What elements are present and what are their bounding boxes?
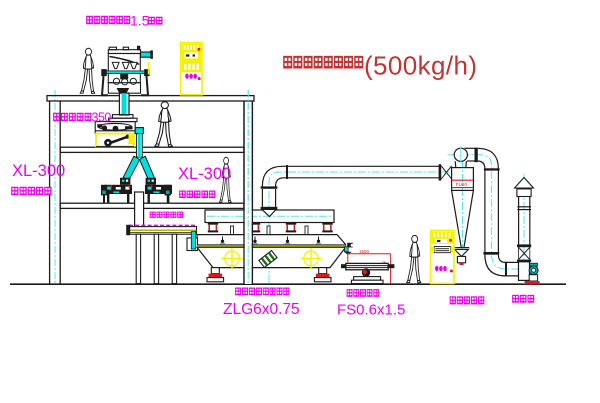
svg-text:XL-300: XL-300 [12,162,65,180]
svg-text:(500kg/h): (500kg/h) [364,51,477,81]
svg-text:350: 350 [92,111,112,125]
svg-text:1500: 1500 [359,249,370,254]
svg-text:FU50: FU50 [456,182,468,187]
svg-text:XL-300: XL-300 [178,165,231,183]
svg-text:ZLG6x0.75: ZLG6x0.75 [223,301,300,318]
svg-text:1.5: 1.5 [130,13,150,29]
svg-text:FS0.6x1.5: FS0.6x1.5 [337,302,405,319]
